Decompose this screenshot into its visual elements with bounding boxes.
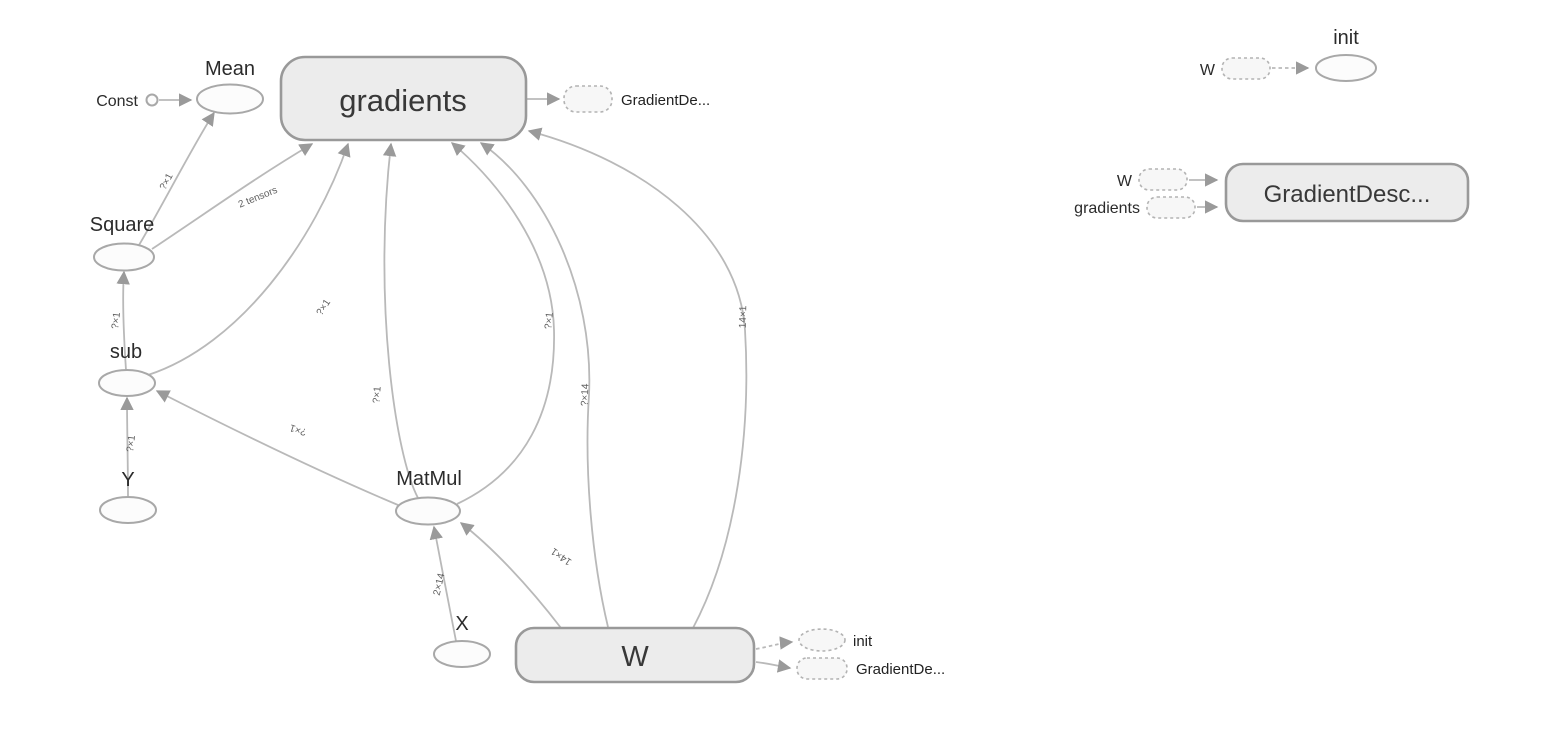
aux-gd-rect[interactable] [1224, 162, 1470, 223]
aux-init-ellipse[interactable] [1315, 54, 1377, 82]
edge-label-x-matmul: 2×14 [432, 572, 448, 597]
node-y[interactable]: Y [99, 469, 157, 524]
edge-label-square-mean: ?×1 [158, 171, 176, 192]
edge-w-init-ref [755, 636, 794, 650]
node-matmul[interactable]: MatMul [395, 468, 462, 526]
edge-sub-square [116, 270, 130, 371]
y-ellipse[interactable] [99, 496, 157, 524]
edge-w-matmul [459, 522, 562, 629]
ref-w-init[interactable]: init [798, 628, 873, 652]
edges-group [116, 92, 794, 673]
gradients-out-ref-label: GradientDe... [621, 92, 710, 109]
edge-w-gradients [527, 127, 748, 629]
const-dot[interactable] [145, 93, 159, 107]
gradients-out-ref-rect[interactable] [563, 85, 613, 113]
node-sub-label: sub [110, 341, 142, 363]
aux-gd-input-w-ref[interactable] [1138, 168, 1188, 191]
edge-labels-group: ?×1 2 tensors ?×1 ?×1 ?×1 ?×1 ?×1 ?×1 ?×… [110, 171, 749, 596]
aux-gd-title: GradientDesc... [1264, 181, 1431, 208]
edge-label-sub-gradients: ?×1 [315, 297, 334, 318]
edge-square-mean [138, 111, 215, 246]
edge-label-w-gradients: 14×1 [738, 305, 749, 328]
w-init-ref-ellipse[interactable] [798, 628, 846, 652]
w-rect[interactable] [514, 626, 756, 684]
edge-matmul-gradients [382, 142, 419, 499]
sub-ellipse[interactable] [98, 369, 156, 397]
aux-init-group[interactable]: init W [1200, 27, 1377, 82]
x-ellipse[interactable] [433, 640, 491, 668]
edge-label-y-sub: ?×1 [125, 434, 138, 453]
mean-ellipse[interactable] [196, 83, 264, 115]
edge-y-sub [120, 396, 134, 498]
node-gradients[interactable]: gradients [279, 55, 528, 142]
w-init-ref-label: init [853, 633, 873, 650]
node-mean-label: Mean [205, 58, 255, 80]
edge-w-out-ref [755, 659, 792, 673]
edge-label-matmul-gradients: ?×1 [371, 386, 383, 404]
edge-label-x-gradients: ?×14 [580, 383, 592, 406]
node-const[interactable]: Const [96, 93, 159, 110]
edge-x-matmul [429, 525, 457, 642]
edge-label-sub-square: ?×1 [110, 311, 123, 330]
node-y-label: Y [121, 469, 134, 491]
square-ellipse[interactable] [93, 242, 155, 272]
edge-square-gradients [151, 143, 314, 250]
node-square-label: Square [90, 214, 155, 236]
w-out-ref-rect[interactable] [796, 657, 848, 680]
matmul-ellipse[interactable] [395, 496, 461, 526]
node-square[interactable]: Square [90, 214, 155, 272]
aux-gd-input-gradients-ref[interactable] [1146, 196, 1196, 219]
node-const-label: Const [96, 93, 138, 110]
edge-sub-gradients [147, 142, 351, 376]
node-x[interactable]: X [433, 613, 491, 668]
node-gradients-label: gradients [339, 83, 467, 118]
node-w-label: W [621, 641, 649, 673]
edge-label-matmul-gradients-right: ?×1 [543, 311, 556, 329]
aux-gd-input-gradients-label: gradients [1074, 200, 1140, 217]
ref-gradients-out[interactable]: GradientDe... [563, 85, 710, 113]
aux-gd-input-w-label: W [1117, 173, 1133, 190]
aux-init-title: init [1333, 27, 1359, 49]
node-mean[interactable]: Mean [196, 58, 264, 115]
node-w[interactable]: W [514, 626, 756, 684]
node-sub[interactable]: sub [98, 341, 156, 397]
w-out-ref-label: GradientDe... [856, 661, 945, 678]
aux-init-input-w-ref[interactable] [1221, 57, 1271, 80]
aux-gd-group[interactable]: W gradients GradientDesc... [1074, 162, 1470, 223]
edge-label-square-gradients: 2 tensors [237, 185, 279, 211]
ref-w-out[interactable]: GradientDe... [796, 657, 945, 680]
node-x-label: X [455, 613, 468, 635]
edge-label-w-matmul: 14×1 [549, 545, 574, 567]
edge-matmul-gradients-right [450, 142, 555, 505]
gradients-rect[interactable] [279, 55, 528, 142]
edge-x-gradients [479, 142, 609, 628]
node-matmul-label: MatMul [396, 468, 462, 490]
edge-matmul-sub [155, 390, 399, 506]
edge-label-matmul-sub: ?×1 [288, 421, 308, 437]
aux-init-input-w-label: W [1200, 62, 1216, 79]
